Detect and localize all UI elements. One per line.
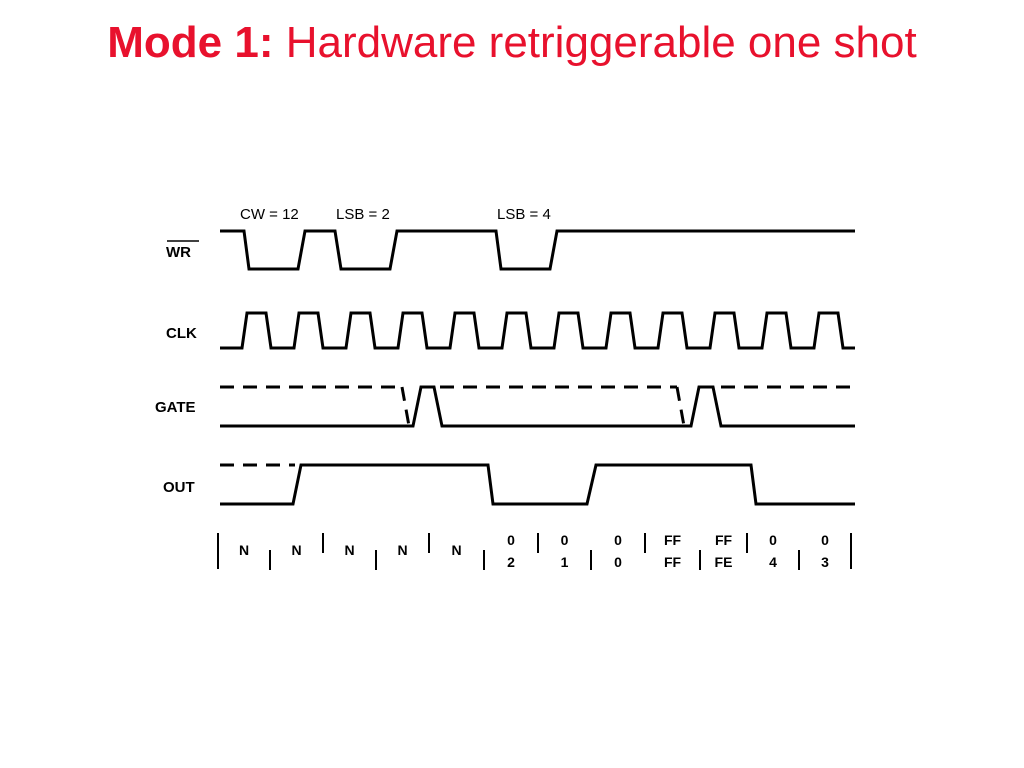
signal-label-clk: CLK: [166, 325, 197, 342]
gate-waveform: [220, 385, 855, 428]
counter-value: 0: [507, 532, 515, 548]
annotation-lsb-first: LSB = 2: [336, 206, 390, 223]
counter-value: 0: [614, 532, 622, 548]
counter-value: N: [397, 542, 407, 558]
gate-dashed-edge: [400, 386, 411, 427]
counter-value: 0: [614, 554, 622, 570]
counter-value: N: [451, 542, 461, 558]
counter-value: 3: [821, 554, 829, 570]
gate-dashed-edge-2: [675, 386, 686, 427]
counter-value: 4: [769, 554, 777, 570]
counter-value: N: [291, 542, 301, 558]
wr-waveform: [220, 229, 855, 271]
counter-value: FF: [715, 532, 733, 548]
counter-value: 2: [507, 554, 515, 570]
signal-label-wr: WR: [166, 244, 191, 261]
counter-value: FF: [664, 554, 682, 570]
out-waveform: [220, 463, 855, 506]
counter-value: 1: [561, 554, 569, 570]
title-mode: Mode 1:: [107, 18, 274, 67]
counter-value: 0: [821, 532, 829, 548]
counter-value: N: [239, 542, 249, 558]
counter-value: N: [344, 542, 354, 558]
signal-label-out: OUT: [163, 479, 195, 496]
annotation-lsb-second: LSB = 4: [497, 206, 551, 223]
counter-value: FE: [715, 554, 733, 570]
counter-dividers: [217, 533, 852, 570]
counter-value: 0: [561, 532, 569, 548]
slide-title: Mode 1: Hardware retriggerable one shot: [62, 16, 962, 70]
title-description: Hardware retriggerable one shot: [273, 18, 917, 67]
counter-value: FF: [664, 532, 682, 548]
clk-waveform: [220, 311, 855, 350]
signal-label-gate: GATE: [155, 399, 196, 416]
annotation-cw: CW = 12: [240, 206, 299, 223]
counter-value: 0: [769, 532, 777, 548]
